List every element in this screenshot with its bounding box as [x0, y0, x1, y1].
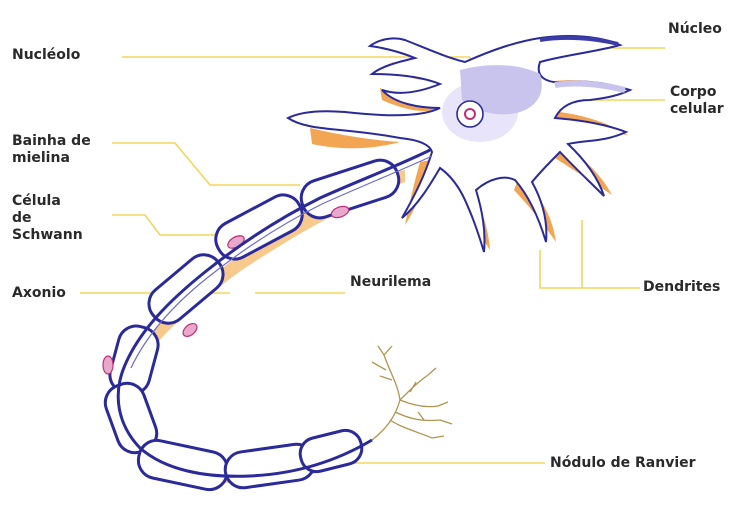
- label-corpo-line1: Corpo: [670, 84, 724, 101]
- myelin-segment-1: [297, 155, 404, 222]
- axon: [100, 150, 432, 493]
- label-corpo-celular: Corpo celular: [670, 84, 724, 118]
- label-nodulo-de-ranvier: Nódulo de Ranvier: [550, 455, 696, 472]
- label-axonio: Axonio: [12, 285, 66, 302]
- label-celula-line2: de: [12, 210, 83, 227]
- label-bainha-de-mielina: Bainha de mielina: [12, 133, 91, 167]
- label-nucleo: Núcleo: [668, 21, 722, 38]
- myelin-segment-6: [135, 437, 231, 493]
- label-bainha-line2: mielina: [12, 150, 91, 167]
- leader-lines: [80, 48, 665, 463]
- label-nucleolo: Nucléolo: [12, 47, 80, 64]
- label-dendrites: Dendrites: [643, 279, 720, 296]
- leader-bainha: [112, 143, 300, 185]
- myelin-segments: [100, 155, 403, 492]
- nucleolus: [465, 109, 475, 119]
- schwann-nucleus-3: [103, 356, 113, 374]
- axon-terminals: [372, 346, 452, 440]
- leader-dendrites: [540, 250, 640, 288]
- label-celula-de-schwann: Célula de Schwann: [12, 193, 83, 244]
- label-corpo-line2: celular: [670, 101, 724, 118]
- label-celula-line3: Schwann: [12, 227, 83, 244]
- leader-celula: [112, 215, 222, 235]
- label-neurilema: Neurilema: [350, 274, 431, 291]
- label-celula-line1: Célula: [12, 193, 83, 210]
- schwann-nucleus-4: [181, 321, 200, 339]
- label-bainha-line1: Bainha de: [12, 133, 91, 150]
